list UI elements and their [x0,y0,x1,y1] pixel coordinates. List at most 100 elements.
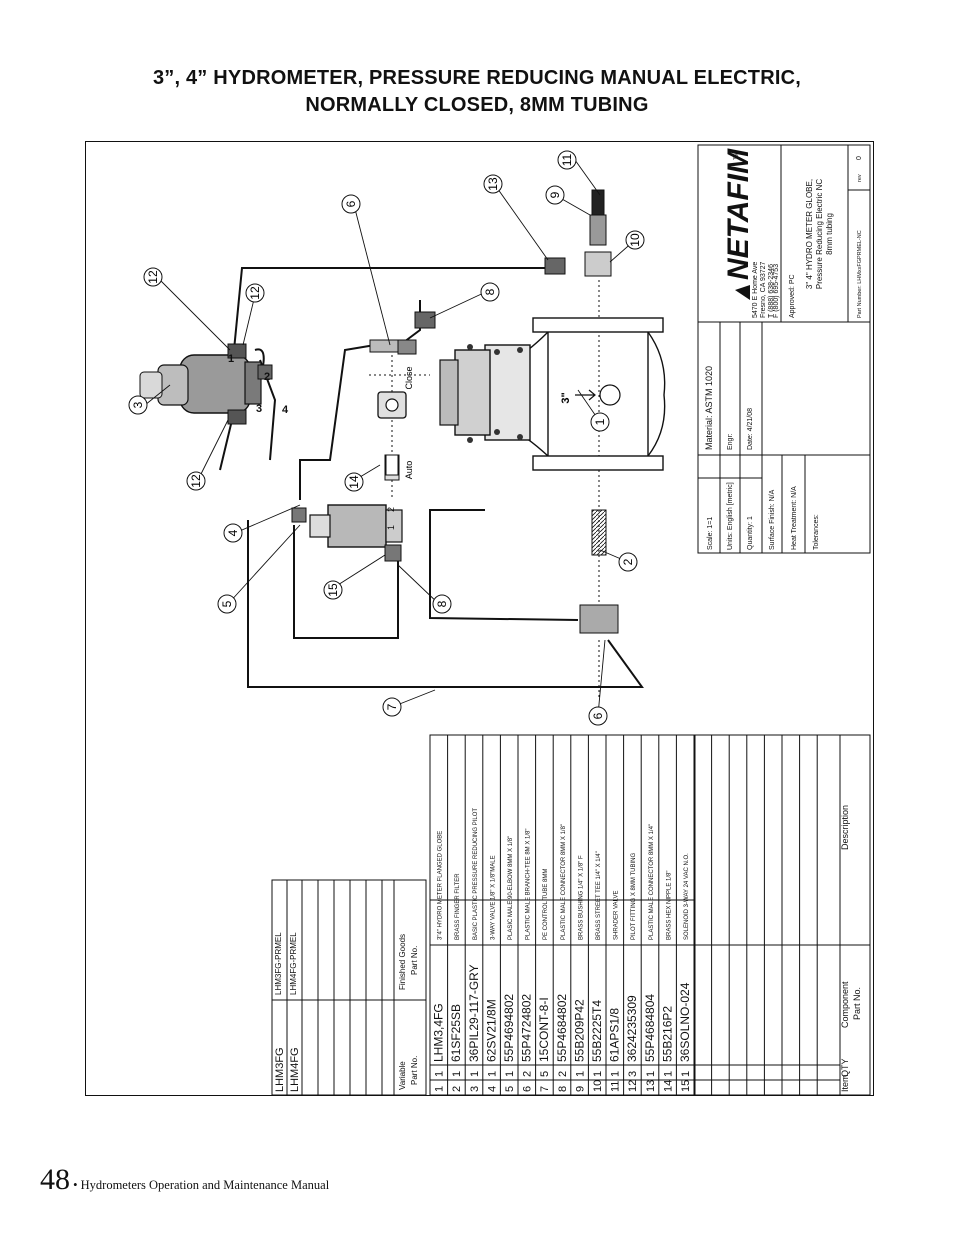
bom-quantity: 1 [645,1071,657,1077]
bom-item-number: 10 [592,1080,604,1092]
drawing-title-3: 8mm tubing [825,213,834,255]
callout-1: 1 [590,412,610,432]
svg-text:15: 15 [326,583,340,597]
bom-component-part-number: 61SF25SB [449,1004,463,1062]
description-header: Description [840,805,850,850]
bom-component-part-number: 55B209P42 [572,999,586,1062]
drawing-title-1: 3" 4" HYDRO METER GLOBE, [805,179,814,289]
rev-value: 0 [856,156,863,160]
bom-headers: Item QTY Component Part No. Description [840,805,862,1092]
bom-component-part-number: 36PIL29-117-GRY [467,964,481,1062]
item-header: Item [840,1074,850,1092]
svg-text:11: 11 [560,153,574,166]
address-line-1: 5470 E Home Ave [752,262,759,318]
bom-description: 3-WAY VALVE 1/8" X 1/8"MALE [490,855,496,940]
bom-component-part-number: 55P4684802 [555,994,569,1062]
variable-header-line-1: Variable [398,1061,407,1090]
part-number: Part Number: LHMxxFGPRMEL-NC [857,230,863,318]
bom-description: 3"4" HYDRO METER FLANGED GLOBE [438,831,444,940]
callouts: 11 9 10 13 6 8 12 12 3 12 14 4 5 15 8 2 … [128,150,645,726]
callout-12-left: 12 [143,267,163,287]
bom-table [429,734,871,1096]
variable-header-line-2: Part No. [410,1056,419,1085]
callout-12-top: 12 [245,283,265,303]
svg-text:2: 2 [621,558,635,565]
svg-text:5: 5 [220,600,234,607]
page-number: 48 [40,1163,70,1196]
bom-quantity: 2 [522,1071,534,1077]
bom-description: BRASS HEX NIPPLE 1/8" [666,871,672,941]
bom-item-number: 8 [557,1086,569,1092]
svg-text:10: 10 [628,233,642,247]
bom-description: PLASTIC MALE CONNECTOR 8MM X 1/4" [649,824,655,940]
bom-description: BRASS BUSHING 1/4" X 1/8" F [578,855,584,940]
svg-text:4: 4 [226,529,240,536]
approved: Approved: PC [789,274,796,318]
bom-quantity: 1 [610,1071,622,1077]
svg-text:6: 6 [591,712,605,719]
callout-5: 5 [217,594,237,614]
main-valve [439,317,666,471]
bom-row-lines [447,735,818,1095]
bom-quantity: 1 [592,1071,604,1077]
bom-description: PLASIC MALE 90-ELBOW 8MM X 1/8" [508,836,514,940]
fitting-item-13 [544,257,566,275]
bom-component-part-number: LHM3,4FG [432,1003,446,1062]
bom-component-part-number: 55P4724802 [520,994,534,1062]
finished-goods-part-number: LHM3FG-PRMEL [274,932,283,995]
bom-item-number: 7 [539,1086,551,1092]
variable-part-number: LHM3FG [274,1047,286,1092]
fitting-item-10 [584,251,612,277]
manual-name: Hydrometers Operation and Maintenance Ma… [80,1178,330,1192]
svg-text:6: 6 [344,200,358,207]
bom-description: BRASS STREET TEE 1/4" X 1/4" [596,851,602,940]
bom-quantity: 1 [469,1071,481,1077]
flow-direction-label: 3" [560,392,572,403]
callout-4: 4 [223,523,243,543]
bom-item-number: 12 [627,1080,639,1092]
callout-6-bottom: 6 [588,706,608,726]
solenoid [291,504,403,562]
bom-component-part-number: 61APS1/8 [608,1008,622,1062]
finished-goods-part-number: LHM4FG-PRMEL [289,932,298,995]
pilot-port-3: 3 [256,403,262,415]
shrader-valve [591,189,605,216]
bom-item-number: 6 [522,1086,534,1092]
auto-label: Auto [404,461,414,480]
bom-description: PE CONTROL TUBE 8MM [543,869,549,940]
svg-text:1: 1 [593,418,607,425]
solenoid-port-1: 1 [386,525,396,530]
bom-description: PILOT FITTING X 8MM TUBING [631,853,637,940]
component-header-line-1: Component [840,981,850,1028]
trademark: TM [734,151,740,160]
units: Units: English [metric] [727,482,734,550]
bom-item-number: 5 [504,1086,516,1092]
fitting-item-6-top [414,311,436,329]
hex-nipple [385,454,399,476]
solenoid-port-2: 2 [386,507,396,512]
bom-component-part-number: 36SOLNO-024 [678,982,692,1062]
bom-quantity: 5 [539,1071,551,1077]
bom-component-part-number: 55B2225T4 [590,1000,604,1062]
bom-quantity: 1 [504,1071,516,1077]
bom-item-number: 15 [680,1080,692,1092]
bom-item-number: 4 [486,1086,498,1092]
finished-header-line-2: Part No. [410,946,419,975]
title-block-text: NETAFIM TM 5470 E Home Ave Fresno, CA 93… [704,148,863,550]
bom-description: BRASS FINGER FILTER [455,873,461,940]
callout-15: 15 [323,580,343,600]
callout-2: 2 [618,552,638,572]
bom-quantity: 2 [557,1071,569,1077]
bom-item-number: 14 [662,1080,674,1092]
callout-10: 10 [625,230,645,250]
scale: Scale: 1=1 [707,517,714,550]
drawing-title-2: Pressure Reducing Electric NC [815,179,824,289]
callout-6-top: 6 [341,194,361,214]
bom-item-number: 9 [574,1086,586,1092]
heat-treatment: Heat Treatment: N/A [791,486,798,550]
address-line-3: T (888) 638-2346 [768,264,775,318]
callout-leaders [144,159,636,716]
callout-7: 7 [382,697,402,717]
bom-description: SHRADER VALVE [614,891,620,940]
